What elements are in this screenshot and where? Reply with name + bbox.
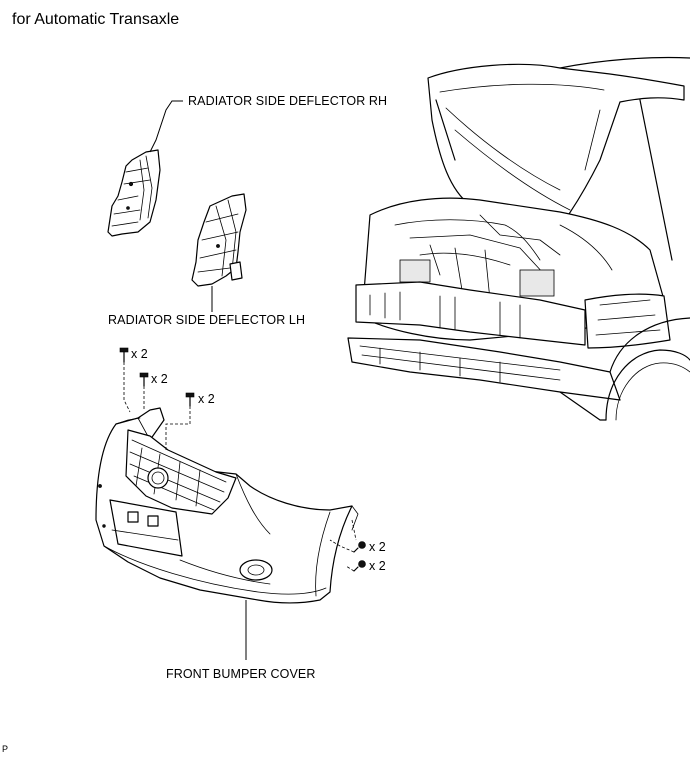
fastener-qty-5: x 2	[369, 559, 386, 573]
label-radiator-side-deflector-lh: RADIATOR SIDE DEFLECTOR LH	[108, 313, 306, 327]
fastener-clip-1	[119, 347, 129, 363]
label-front-bumper-cover: FRONT BUMPER COVER	[166, 667, 316, 681]
fastener-qty-3: x 2	[198, 392, 215, 406]
figure-code: P	[2, 744, 9, 754]
page-title: for Automatic Transaxle	[12, 11, 180, 28]
front-bumper-cover	[95, 407, 359, 604]
fastener-guide-lines	[123, 362, 357, 572]
fastener-clip-2	[139, 372, 149, 387]
fastener-screw-5	[353, 560, 366, 572]
fastener-qty-1: x 2	[131, 347, 148, 361]
fastener-screw-4	[353, 541, 366, 553]
vehicle-illustration	[347, 56, 690, 421]
leader-lines	[149, 100, 247, 660]
radiator-side-deflector-rh	[107, 149, 161, 237]
fastener-clip-3	[185, 392, 195, 407]
label-radiator-side-deflector-rh: RADIATOR SIDE DEFLECTOR RH	[188, 94, 388, 108]
radiator-side-deflector-lh	[191, 193, 247, 287]
fastener-qty-4: x 2	[369, 540, 386, 554]
fastener-qty-2: x 2	[151, 372, 168, 386]
